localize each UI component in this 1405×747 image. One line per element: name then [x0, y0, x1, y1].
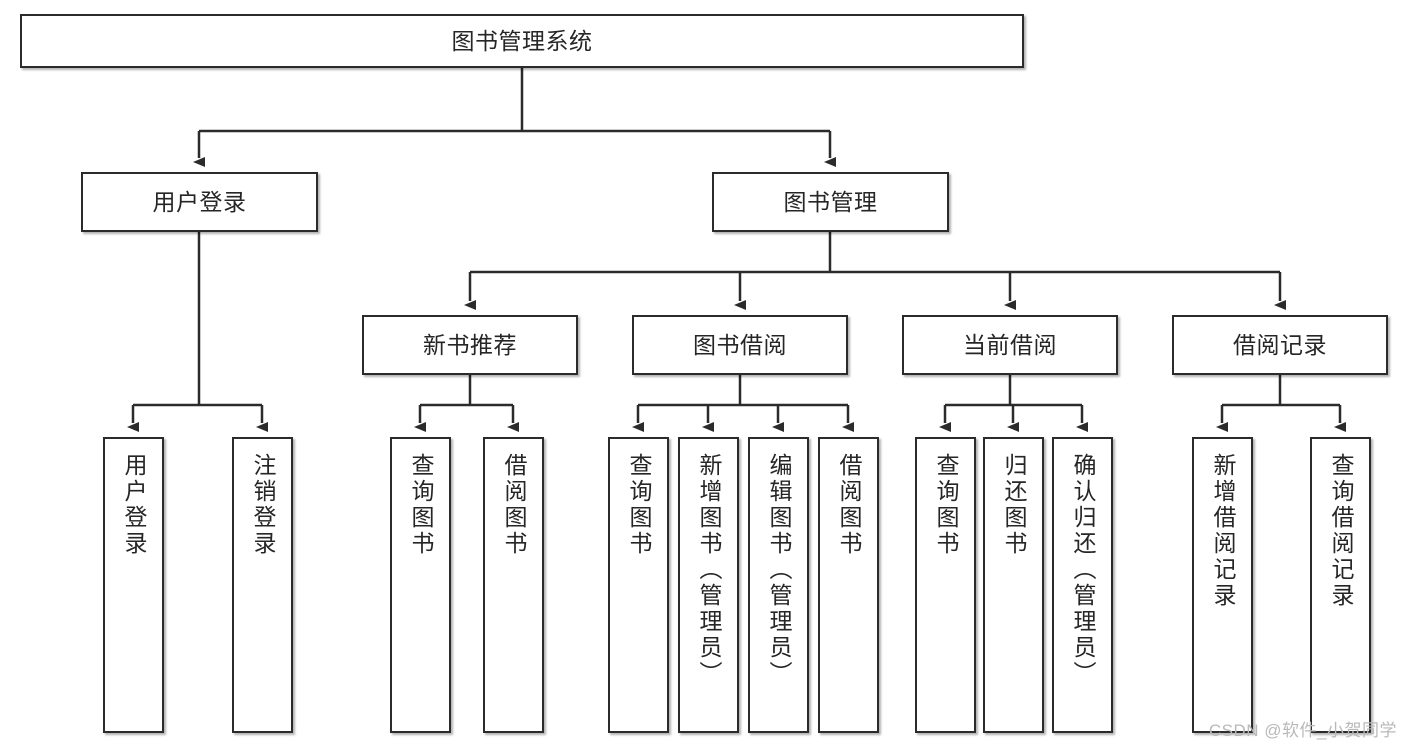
- node-book-borrow-label: 图书借阅: [693, 331, 787, 358]
- node-new-book-recommend-label: 新书推荐: [423, 331, 517, 358]
- leaf-return-book-label: 归还图书: [1001, 453, 1027, 557]
- leaf-logout-label: 注销登录: [250, 453, 276, 557]
- node-root[interactable]: 图书管理系统: [20, 14, 1024, 68]
- leaf-query-borrow-record-label: 查询借阅记录: [1328, 453, 1354, 609]
- leaf-query-book-borrow[interactable]: 查询图书: [608, 437, 669, 733]
- leaf-borrow-book[interactable]: 借阅图书: [818, 437, 879, 733]
- node-borrow-record[interactable]: 借阅记录: [1172, 315, 1388, 375]
- node-current-borrow-label: 当前借阅: [963, 331, 1057, 358]
- leaf-borrow-book-recommend[interactable]: 借阅图书: [483, 437, 544, 733]
- leaf-add-book-label: 新增图书（管理员）: [696, 453, 722, 687]
- leaf-query-book-borrow-label: 查询图书: [626, 453, 652, 557]
- leaf-query-borrow-record[interactable]: 查询借阅记录: [1310, 437, 1371, 733]
- leaf-user-login[interactable]: 用户登录: [103, 437, 164, 733]
- node-book-borrow[interactable]: 图书借阅: [632, 315, 848, 375]
- leaf-return-book[interactable]: 归还图书: [983, 437, 1044, 733]
- leaf-query-book-recommend-label: 查询图书: [408, 453, 434, 557]
- node-book-management[interactable]: 图书管理: [712, 172, 949, 232]
- node-borrow-record-label: 借阅记录: [1233, 331, 1327, 358]
- leaf-confirm-return-label: 确认归还（管理员）: [1070, 453, 1096, 687]
- leaf-query-book-current[interactable]: 查询图书: [915, 437, 976, 733]
- leaf-confirm-return[interactable]: 确认归还（管理员）: [1052, 437, 1113, 733]
- node-current-borrow[interactable]: 当前借阅: [902, 315, 1118, 375]
- leaf-borrow-book-label: 借阅图书: [836, 453, 862, 557]
- node-user-login[interactable]: 用户登录: [81, 172, 318, 232]
- leaf-add-borrow-record[interactable]: 新增借阅记录: [1192, 437, 1253, 733]
- node-new-book-recommend[interactable]: 新书推荐: [362, 315, 578, 375]
- node-user-login-label: 用户登录: [152, 188, 247, 215]
- leaf-borrow-book-recommend-label: 借阅图书: [501, 453, 527, 557]
- node-book-management-label: 图书管理: [783, 188, 878, 215]
- leaf-query-book-recommend[interactable]: 查询图书: [390, 437, 451, 733]
- leaf-edit-book[interactable]: 编辑图书（管理员）: [748, 437, 809, 733]
- csdn-watermark: CSDN @软件_小贺同学: [1208, 721, 1397, 740]
- leaf-edit-book-label: 编辑图书（管理员）: [766, 453, 792, 687]
- leaf-add-book[interactable]: 新增图书（管理员）: [678, 437, 739, 733]
- leaf-add-borrow-record-label: 新增借阅记录: [1210, 453, 1236, 609]
- leaf-user-login-label: 用户登录: [121, 453, 147, 557]
- leaf-query-book-current-label: 查询图书: [933, 453, 959, 557]
- node-root-label: 图书管理系统: [451, 27, 593, 54]
- leaf-logout[interactable]: 注销登录: [232, 437, 293, 733]
